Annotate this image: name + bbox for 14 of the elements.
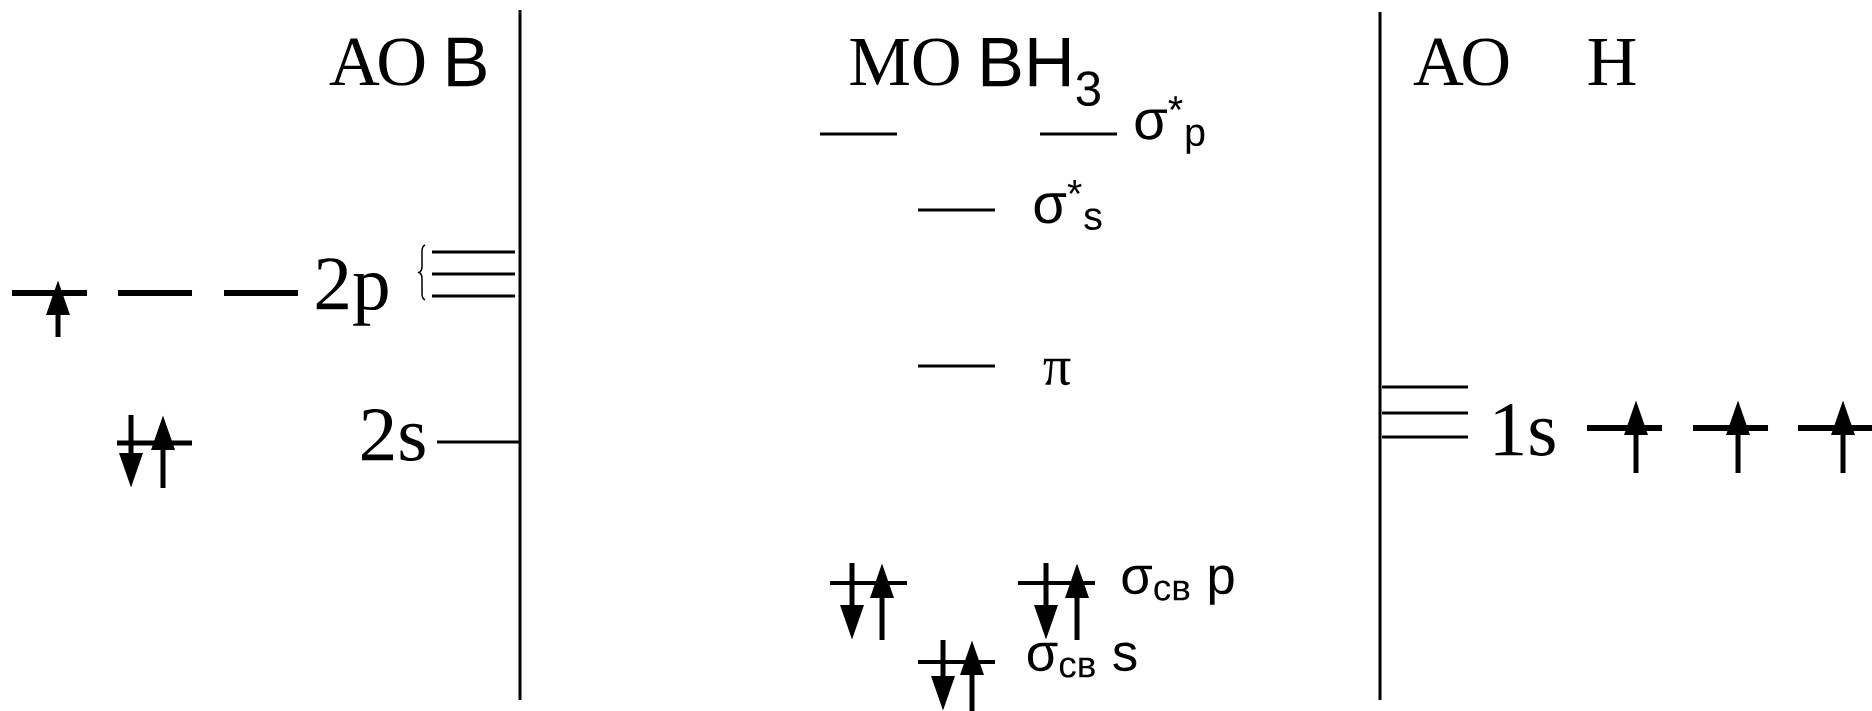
- level-label: МО: [850, 38, 959, 86]
- level-label: АО: [1413, 38, 1509, 86]
- level-label: B: [448, 37, 486, 87]
- level-label: π: [1043, 358, 1071, 386]
- level-label: BH$_{3}$: [982, 37, 1100, 107]
- level-label: σ$^{*}$$_{p}$: [1135, 96, 1205, 154]
- level-label: σ$^{*}$$_{s}$: [1034, 180, 1102, 230]
- level-label: σ$_{св}$ s: [1028, 642, 1137, 678]
- level-label: H: [1588, 39, 1636, 85]
- level-label: 2s: [362, 409, 425, 461]
- level-label: АО: [329, 38, 425, 86]
- level-label: 1s: [1495, 404, 1555, 456]
- level-label: σ$_{св}$ p: [1122, 565, 1234, 605]
- level-label: 2p: [316, 258, 388, 326]
